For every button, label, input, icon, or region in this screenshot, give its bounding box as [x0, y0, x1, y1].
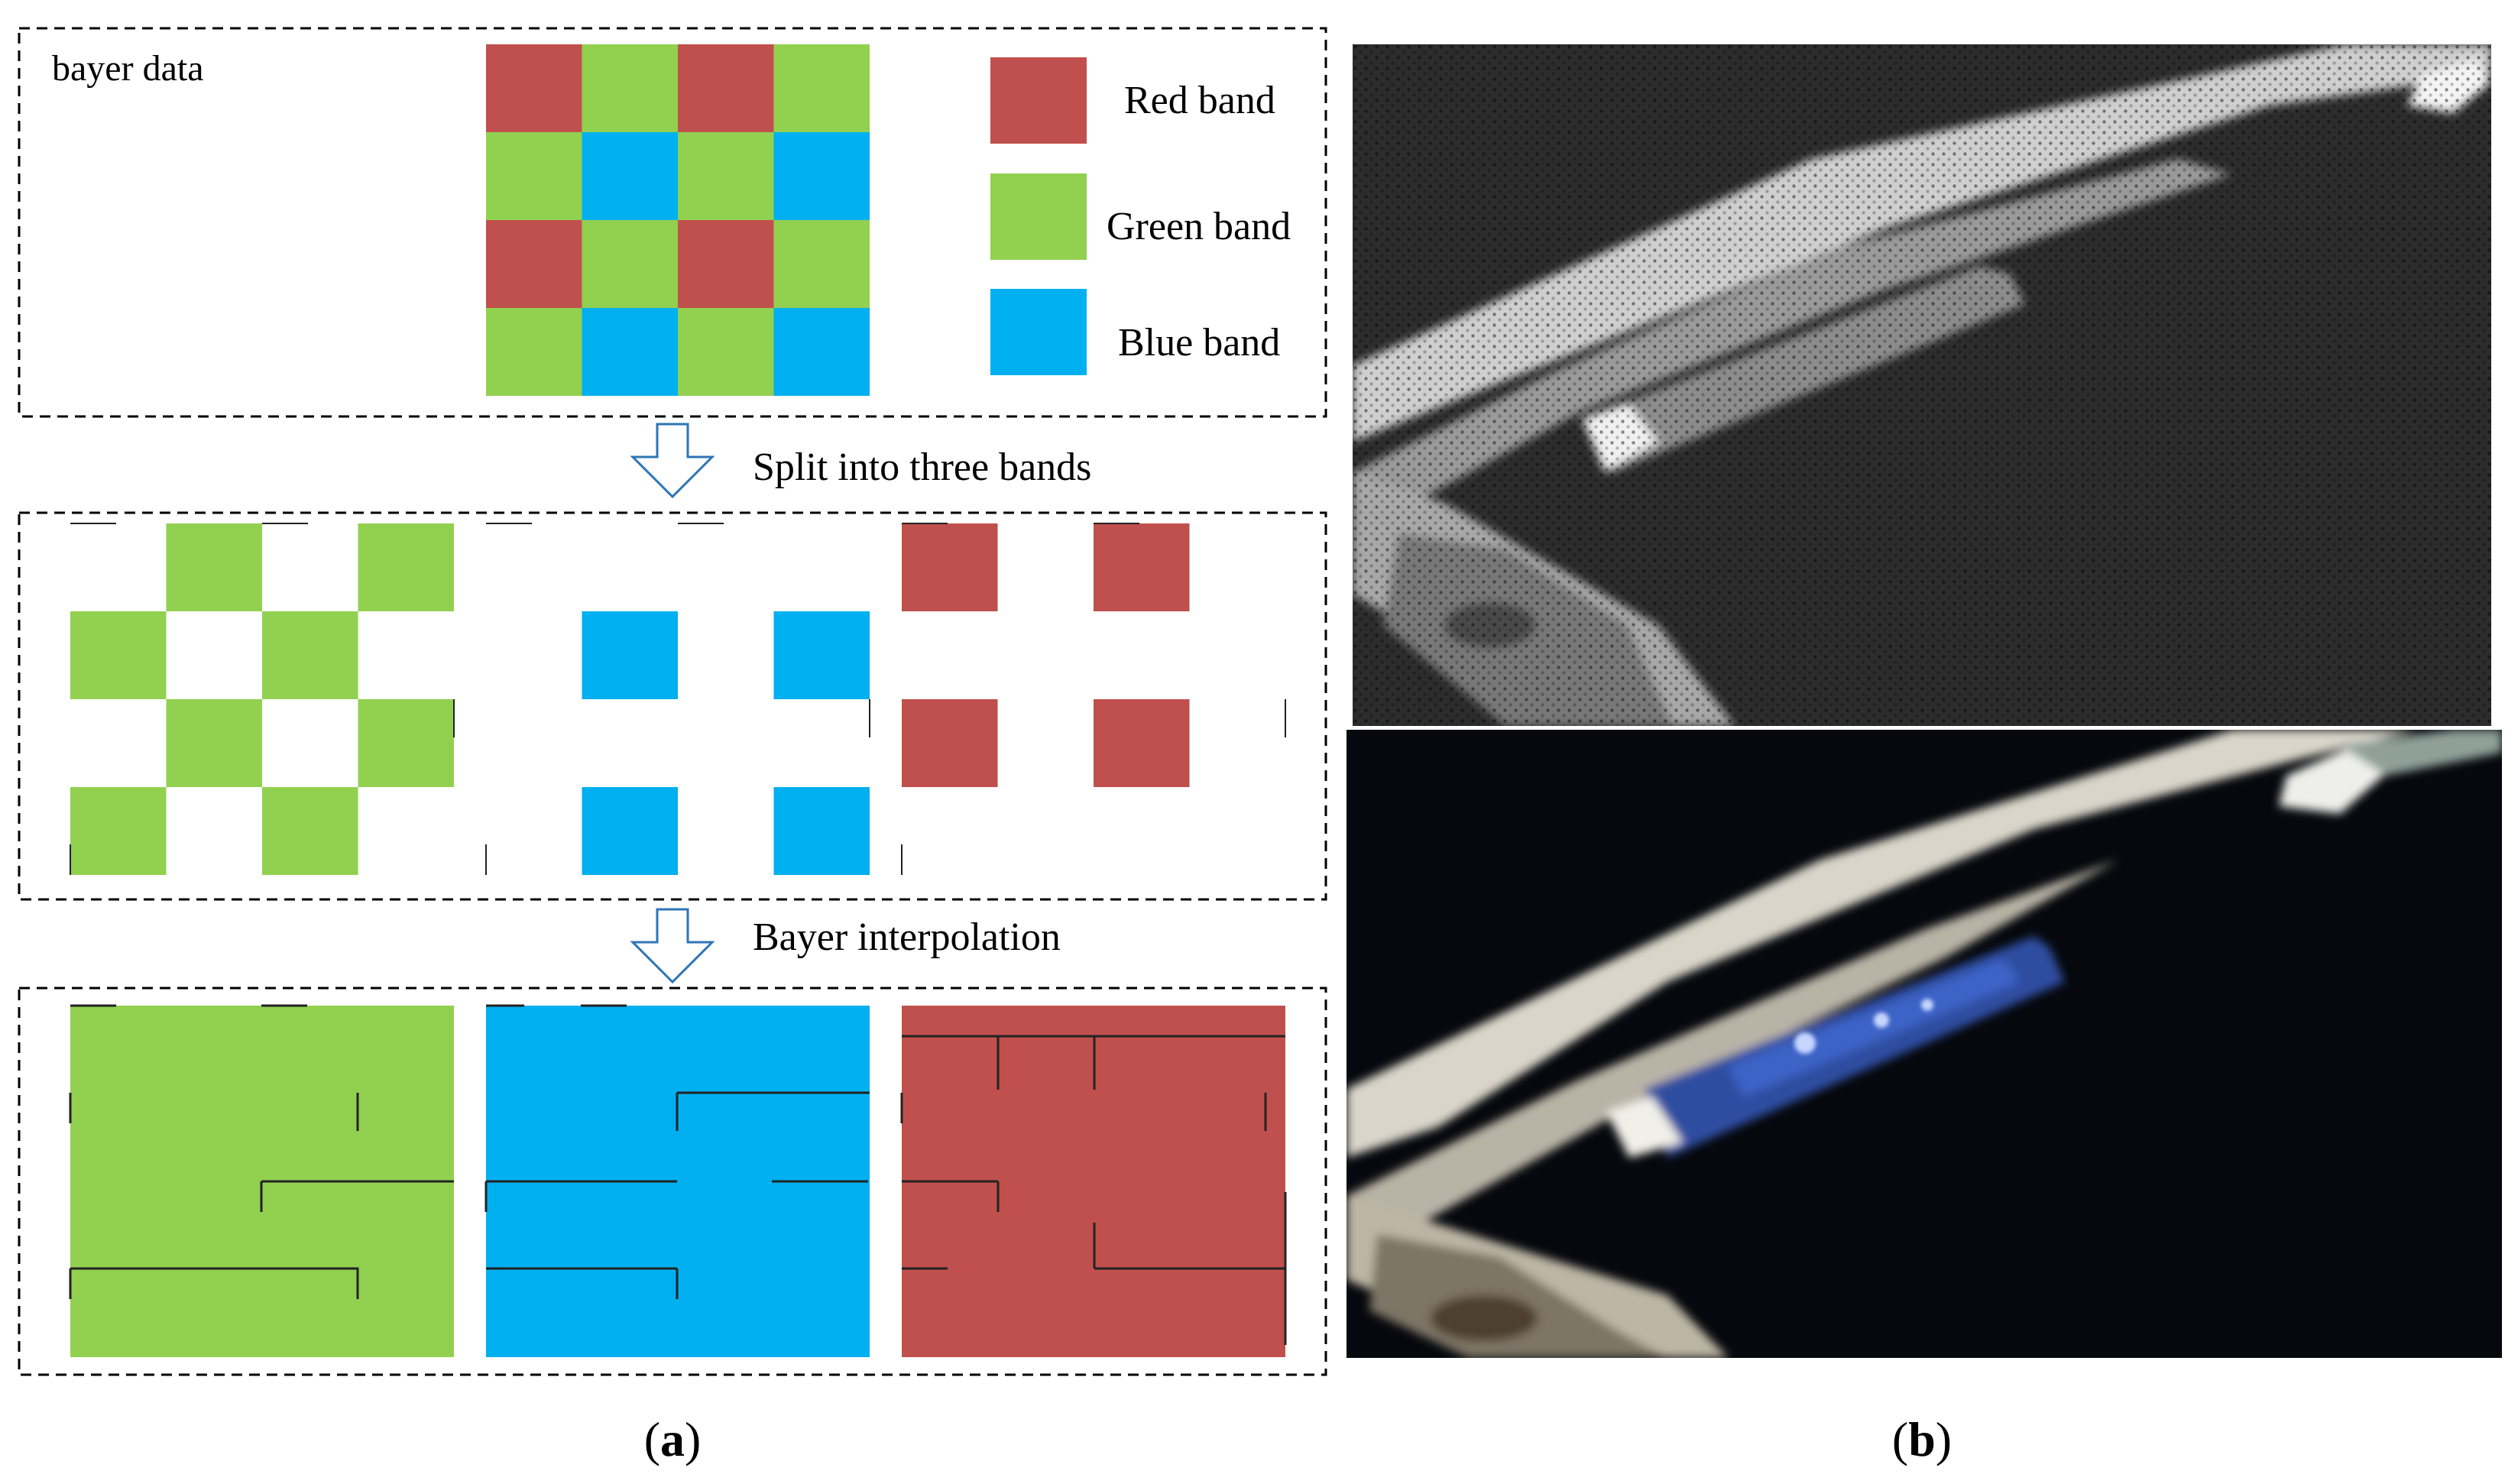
- bayer-cell-blue: [773, 132, 870, 220]
- bayer-cell-green: [70, 787, 167, 875]
- caption-b: (b): [1892, 1412, 1952, 1466]
- bayer-cell-green: [486, 308, 582, 396]
- split-red-band: [901, 523, 1286, 875]
- bayer-cell-green: [773, 220, 870, 308]
- bayer-cell-blue: [582, 308, 678, 396]
- down-arrow-icon: [630, 908, 715, 984]
- bayer-mosaic: [486, 44, 870, 396]
- interpolated-bands-box: [18, 987, 1327, 1376]
- bayer-cell-blue: [582, 132, 678, 220]
- bayer-cell-red: [678, 220, 774, 308]
- bayer-cell-blue: [773, 787, 870, 875]
- bayer-cell-green: [678, 308, 774, 396]
- bayer-cell-green: [70, 611, 167, 699]
- bayer-cell-red: [678, 44, 774, 132]
- bayer-cell-green: [358, 699, 454, 787]
- bayer-data-label: bayer data: [52, 48, 204, 89]
- grid-tick: [901, 523, 1286, 875]
- bayer-cell-green: [582, 220, 678, 308]
- bayer-cell-green: [678, 132, 774, 220]
- split-blue-band: [485, 523, 870, 875]
- legend-swatch-blue: [990, 289, 1087, 375]
- panel-a: bayer data Red band Green band Blue band…: [18, 27, 1327, 1466]
- grid-tick: [485, 523, 870, 875]
- bayer-cell-red: [486, 44, 582, 132]
- bayer-cell-green: [582, 44, 678, 132]
- bayer-cell-blue: [582, 611, 678, 699]
- bayer-cell-red: [1094, 523, 1190, 611]
- panel-b: (b): [1346, 44, 2502, 1466]
- bayer-cell-green: [358, 523, 454, 611]
- interpolated-green-band: [69, 1004, 454, 1357]
- down-arrow-icon: [630, 423, 715, 499]
- bayer-cell-green: [773, 44, 870, 132]
- legend-swatch-green: [990, 173, 1087, 260]
- caption-a: (a): [644, 1412, 702, 1466]
- bayer-cell-green: [486, 132, 582, 220]
- legend-label-green: Green band: [1107, 205, 1291, 248]
- split-bands-box: [18, 511, 1327, 901]
- bayer-cell-green: [166, 523, 262, 611]
- bayer-data-box: [18, 27, 1327, 418]
- interpolated-blue-band: [484, 1004, 870, 1357]
- bayer-cell-red: [902, 699, 998, 787]
- split-label: Split into three bands: [753, 446, 1091, 489]
- bayer-cell-blue: [773, 611, 870, 699]
- bayer-cell-blue: [773, 308, 870, 396]
- split-green-band: [70, 523, 455, 875]
- interpolated-color-image: [1346, 730, 2502, 1358]
- bayer-cell-green: [262, 611, 358, 699]
- legend: Red band Green band Blue band: [990, 57, 1291, 375]
- interpolated-red-band: [900, 1006, 1287, 1357]
- grid-tick: [70, 523, 455, 875]
- legend-swatch-red: [990, 57, 1087, 144]
- bayer-cell-red: [1094, 699, 1190, 787]
- legend-label-red: Red band: [1124, 79, 1275, 122]
- bayer-cell-red: [486, 220, 582, 308]
- bayer-cell-green: [166, 699, 262, 787]
- raw-bayer-image: [1353, 44, 2491, 726]
- bayer-cell-blue: [582, 787, 678, 875]
- bayer-cell-red: [902, 523, 998, 611]
- legend-label-blue: Blue band: [1118, 321, 1280, 365]
- interpolation-label: Bayer interpolation: [753, 915, 1061, 959]
- bayer-cell-green: [262, 787, 358, 875]
